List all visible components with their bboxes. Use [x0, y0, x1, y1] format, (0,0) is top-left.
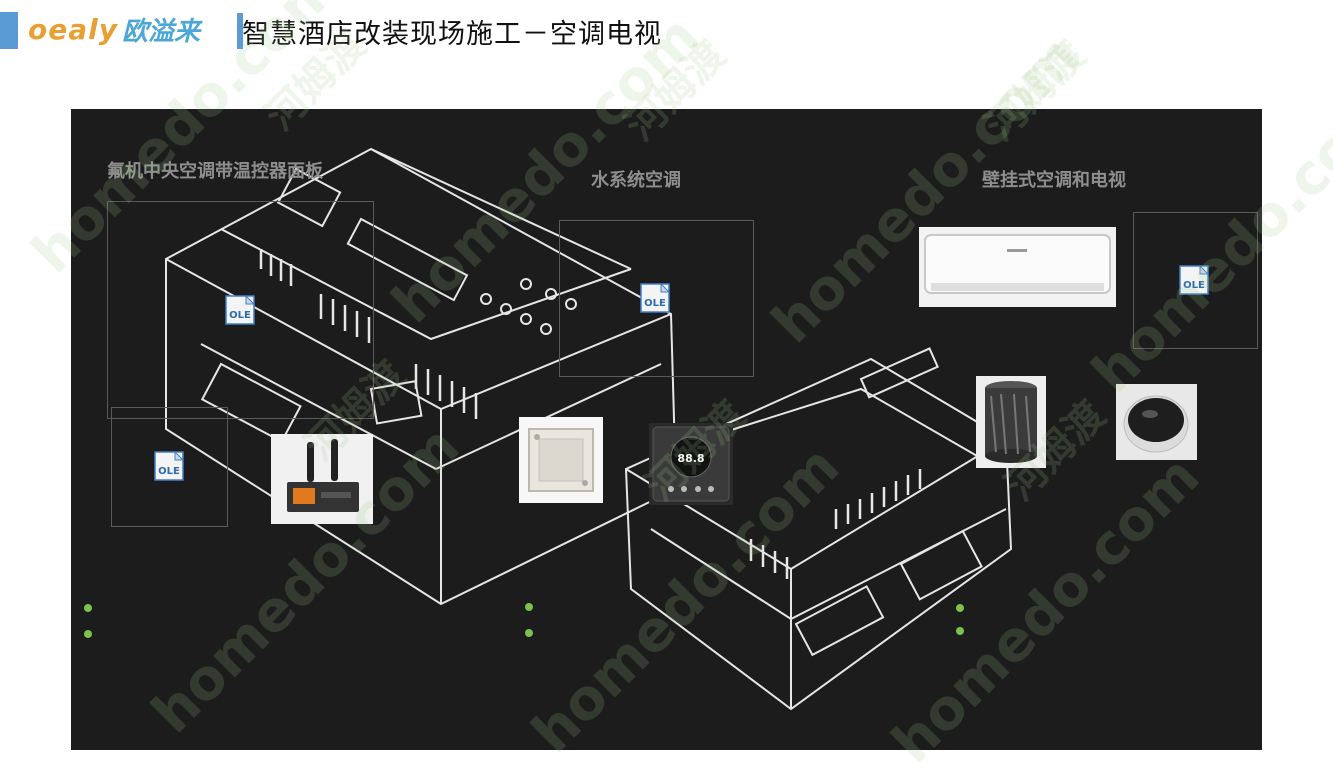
gateway-antenna-photo	[271, 434, 373, 524]
cylindrical-speaker-photo	[976, 376, 1046, 468]
section-title-water-system-ac: 水系统空调	[591, 170, 681, 191]
header-accent-bar	[0, 12, 18, 49]
ole-label: OLE	[229, 310, 251, 321]
wall-ac-unit-photo	[919, 227, 1116, 307]
ole-label: OLE	[644, 298, 666, 309]
ole-label: OLE	[158, 466, 180, 477]
page-title: 智慧酒店改装现场施工－空调电视	[242, 19, 662, 50]
ole-object-icon[interactable]: OLE	[153, 450, 185, 482]
round-sensor-photo	[1116, 384, 1197, 460]
controller-line-art	[165, 147, 1013, 711]
decor-dot	[525, 603, 533, 611]
logo-latin-text: oealy	[28, 12, 118, 46]
thermostat-panel-photo: 88.8	[649, 423, 733, 505]
ole-object-frame[interactable]	[1133, 212, 1258, 349]
decor-dot	[84, 604, 92, 612]
decor-dot	[956, 627, 964, 635]
decor-dot	[525, 629, 533, 637]
junction-box-photo	[519, 417, 603, 503]
ole-object-icon[interactable]: OLE	[1178, 264, 1210, 296]
title-accent-tick	[237, 13, 243, 49]
section-title-fluorine-ac: 氟机中央空调带温控器面板	[107, 161, 323, 182]
decor-dot	[84, 630, 92, 638]
ole-label: OLE	[1183, 280, 1205, 291]
section-title-wall-ac-tv: 壁挂式空调和电视	[982, 170, 1126, 191]
content-panel: 氟机中央空调带温控器面板 水系统空调 壁挂式空调和电视 OLE OLE OLE …	[71, 109, 1262, 750]
ole-object-frame[interactable]	[559, 220, 754, 377]
thermostat-readout: 88.8	[677, 452, 704, 465]
brand-logo: oealy 欧溢来	[28, 11, 200, 47]
ole-object-icon[interactable]: OLE	[639, 282, 671, 314]
ole-object-icon[interactable]: OLE	[224, 294, 256, 326]
decor-dot	[956, 604, 964, 612]
logo-chinese-text: 欧溢来	[121, 16, 200, 47]
ole-object-frame[interactable]	[111, 407, 228, 527]
ole-object-frame[interactable]	[107, 201, 374, 419]
